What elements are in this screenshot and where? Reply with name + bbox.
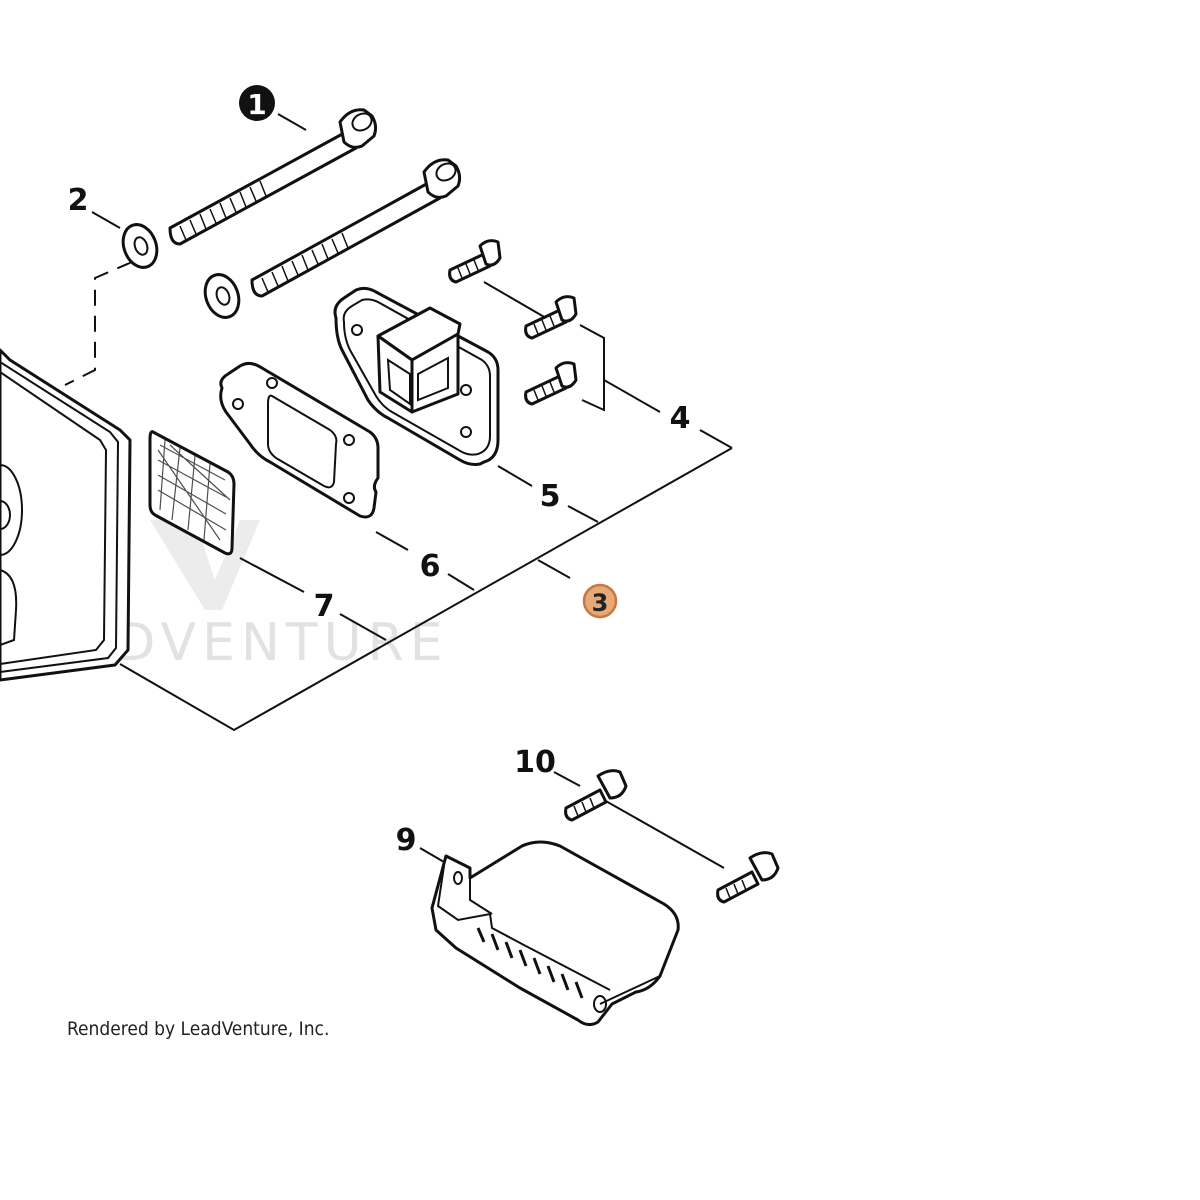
render-credit: Rendered by LeadVenture, Inc. [67, 1018, 330, 1040]
long-bolt-upper [168, 108, 378, 246]
callout-9[interactable]: 9 [396, 823, 417, 858]
exhaust-flange [333, 286, 500, 466]
callout-7[interactable]: 7 [314, 589, 335, 624]
callout-1-label: 1 [247, 88, 266, 121]
screw-middle [524, 295, 578, 340]
callout-3[interactable]: 3 [582, 583, 618, 619]
callout-10[interactable]: 10 [514, 745, 556, 780]
callout-3-label: 3 [592, 589, 609, 617]
leader-lines [64, 113, 733, 869]
washer-upper [121, 223, 159, 269]
long-bolt-lower [250, 158, 462, 298]
callout-2[interactable]: 2 [68, 183, 89, 218]
washer-lower [203, 273, 241, 319]
gasket [219, 361, 380, 519]
cover-screw-upper [564, 769, 628, 822]
callout-4[interactable]: 4 [670, 401, 691, 436]
screw-lower [524, 361, 578, 406]
muffler-cover [430, 840, 680, 1027]
muffler-body [0, 348, 132, 682]
screw-upper [448, 239, 502, 284]
callout-1[interactable]: 1 [239, 85, 275, 121]
callout-5[interactable]: 5 [540, 479, 561, 514]
callout-6[interactable]: 6 [420, 549, 441, 584]
spark-arrestor-screen [148, 430, 236, 556]
cover-screw-lower [716, 851, 780, 904]
